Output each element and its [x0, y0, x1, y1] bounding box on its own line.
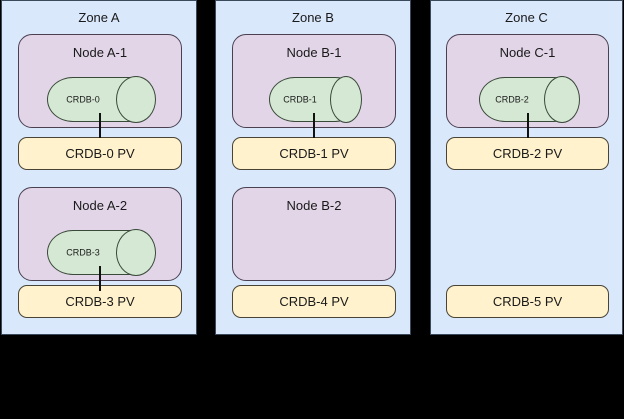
volume-crdb-5-pv[interactable]: CRDB-5 PV [446, 285, 609, 318]
database-crdb-1-label: CRDB-1 [283, 94, 317, 104]
database-crdb-0-label: CRDB-0 [66, 94, 100, 104]
node-b-1[interactable]: Node B-1 CRDB-1 [232, 34, 396, 128]
volume-crdb-4-pv[interactable]: CRDB-4 PV [232, 285, 396, 318]
node-b-2-title: Node B-2 [286, 198, 342, 213]
volume-crdb-2-pv[interactable]: CRDB-2 PV [446, 137, 609, 170]
node-b-2[interactable]: Node B-2 [232, 187, 396, 281]
zone-b-title: Zone B [292, 10, 334, 25]
database-crdb-2[interactable]: CRDB-2 [479, 76, 580, 123]
volume-crdb-0-pv-label: CRDB-0 PV [65, 145, 135, 161]
cylinder-cap [116, 229, 156, 276]
connector-crdb-2-to-pv [527, 113, 529, 138]
volume-crdb-4-pv-label: CRDB-4 PV [279, 293, 349, 309]
node-a-2-title: Node A-2 [72, 198, 128, 213]
connector-crdb-0-to-pv [99, 113, 101, 138]
volume-crdb-1-pv[interactable]: CRDB-1 PV [232, 137, 396, 170]
volume-crdb-3-pv-label: CRDB-3 PV [65, 293, 135, 309]
connector-crdb-1-to-pv [313, 113, 315, 138]
zone-a[interactable]: Zone A Node A-1 CRDB-0 CRDB-0 PV Node A-… [1, 0, 197, 335]
volume-crdb-2-pv-label: CRDB-2 PV [492, 145, 563, 161]
database-crdb-0[interactable]: CRDB-0 [47, 76, 156, 123]
cylinder-cap [544, 76, 580, 123]
node-a-2[interactable]: Node A-2 CRDB-3 [18, 187, 182, 281]
zone-c-title: Zone C [505, 10, 548, 25]
zone-b[interactable]: Zone B Node B-1 CRDB-1 CRDB-1 PV Node B-… [215, 0, 411, 335]
database-crdb-3[interactable]: CRDB-3 [47, 229, 156, 276]
volume-crdb-1-pv-label: CRDB-1 PV [279, 145, 349, 161]
cylinder-cap [116, 76, 156, 123]
zone-c[interactable]: Zone C Node C-1 CRDB-2 CRDB-2 PV CRDB-5 … [430, 0, 623, 335]
node-a-1[interactable]: Node A-1 CRDB-0 [18, 34, 182, 128]
database-crdb-3-label: CRDB-3 [66, 247, 100, 257]
node-b-1-title: Node B-1 [286, 45, 342, 60]
connector-crdb-3-to-pv [99, 266, 101, 291]
node-a-1-title: Node A-1 [72, 45, 128, 60]
zone-a-title: Zone A [78, 10, 120, 25]
database-crdb-2-label: CRDB-2 [495, 94, 529, 104]
database-crdb-1[interactable]: CRDB-1 [269, 76, 362, 123]
volume-crdb-0-pv[interactable]: CRDB-0 PV [18, 137, 182, 170]
node-c-1-title: Node C-1 [499, 45, 556, 60]
cylinder-cap [330, 76, 362, 123]
node-c-1[interactable]: Node C-1 CRDB-2 [446, 34, 609, 128]
volume-crdb-5-pv-label: CRDB-5 PV [492, 293, 563, 309]
